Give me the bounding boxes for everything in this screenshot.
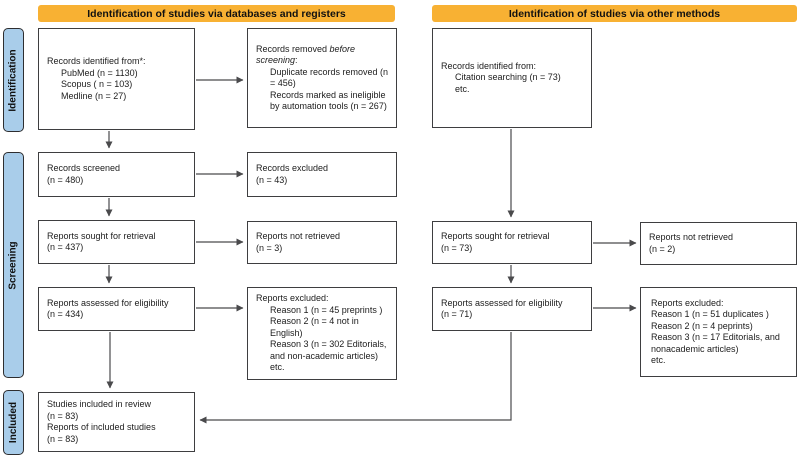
list-item: etc. <box>270 362 285 373</box>
box-reports-not-retrieved-databases: Reports not retrieved (n = 3) <box>247 221 397 264</box>
box-records-excluded: Records excluded (n = 43) <box>247 152 397 197</box>
arrow-other-assessed-to-included <box>199 332 512 424</box>
box-count: (n = 71) <box>441 309 473 319</box>
box-count: (n = 83) <box>47 410 79 421</box>
list-item: Reason 1 (n = 45 preprints ) <box>270 304 383 315</box>
box-title: Reports excluded: <box>651 297 724 308</box>
box-line: Reports assessed for eligibility <box>47 297 169 308</box>
box-reports-sought-databases: Reports sought for retrieval (n = 437) <box>38 220 195 264</box>
header-databases-registers: Identification of studies via databases … <box>38 5 395 22</box>
list-item: Reason 2 (n = 4 not in English) <box>270 316 359 338</box>
box-records-removed: Records removed before screening: Duplic… <box>247 28 397 128</box>
list-item: Reason 1 (n = 51 duplicates ) <box>651 309 769 319</box>
list-item: Citation searching (n = 73) <box>455 72 561 83</box>
box-records-screened: Records screened (n = 480) <box>38 152 195 197</box>
list-item: etc. <box>455 83 470 94</box>
list-item: Duplicate records removed (n = 456) <box>270 66 389 89</box>
box-reports-excluded-other: Reports excluded: Reason 1 (n = 51 dupli… <box>640 287 797 377</box>
header-other-methods: Identification of studies via other meth… <box>432 5 797 22</box>
box-count: (n = 434) <box>47 309 84 319</box>
box-title: Records identified from: <box>441 60 537 71</box>
list-item: Reason 2 (n = 4 peprints) <box>651 320 753 331</box>
box-line: Reports of included studies <box>47 422 156 432</box>
stage-included-label: Included <box>8 401 19 444</box>
box-reports-assessed-other: Reports assessed for eligibility (n = 71… <box>432 287 592 331</box>
stage-screening-label: Screening <box>8 240 20 290</box>
box-reports-sought-other: Reports sought for retrieval (n = 73) <box>432 221 592 264</box>
box-title: Records removed before screening: <box>256 43 356 66</box>
box-reports-assessed-databases: Reports assessed for eligibility (n = 43… <box>38 287 195 331</box>
box-line: Reports sought for retrieval <box>47 230 156 241</box>
box-records-identified-other: Records identified from: Citation search… <box>432 28 592 128</box>
header-databases-label: Identification of studies via databases … <box>87 7 346 20</box>
stage-screening: Screening <box>3 152 24 378</box>
box-count: (n = 43) <box>256 174 288 185</box>
box-line: Reports sought for retrieval <box>441 231 550 241</box>
box-line: Records excluded <box>256 163 329 173</box>
list-item: PubMed (n = 1130) <box>61 67 138 78</box>
box-title: Records identified from*: <box>47 56 146 66</box>
stage-identification: Identification <box>3 28 24 132</box>
list-item: Reason 3 (n = 17 Editorials, and nonacad… <box>651 332 780 354</box>
stage-included: Included <box>3 390 24 455</box>
box-line: Studies included in review <box>47 399 152 409</box>
box-reports-not-retrieved-other: Reports not retrieved (n = 2) <box>640 222 797 265</box>
box-reports-excluded-databases: Reports excluded: Reason 1 (n = 45 prepr… <box>247 287 397 380</box>
box-count: (n = 3) <box>256 242 283 253</box>
box-line: Reports not retrieved <box>649 232 734 242</box>
box-line: Reports assessed for eligibility <box>441 297 563 308</box>
box-line: Records screened <box>47 163 121 173</box>
box-count: (n = 73) <box>441 242 473 253</box>
stage-identification-label: Identification <box>8 48 20 112</box>
list-item: Medline (n = 27) <box>61 90 127 101</box>
box-count: (n = 2) <box>649 243 676 254</box>
box-studies-included: Studies included in review (n = 83) Repo… <box>38 392 195 452</box>
box-line: Reports not retrieved <box>256 231 341 241</box>
box-count: (n = 480) <box>47 174 84 185</box>
box-count: (n = 83) <box>47 433 79 444</box>
list-item: Records marked as ineligible by automati… <box>270 89 387 112</box>
list-item: Reason 3 (n = 302 Editorials, and non-ac… <box>270 339 387 361</box>
header-other-label: Identification of studies via other meth… <box>508 7 721 20</box>
box-count: (n = 437) <box>47 242 84 252</box>
box-title: Reports excluded: <box>256 293 329 304</box>
list-item: Scopus ( n = 103) <box>61 79 133 89</box>
box-records-identified-databases: Records identified from*: PubMed (n = 11… <box>38 28 195 130</box>
list-item: etc. <box>651 355 666 365</box>
